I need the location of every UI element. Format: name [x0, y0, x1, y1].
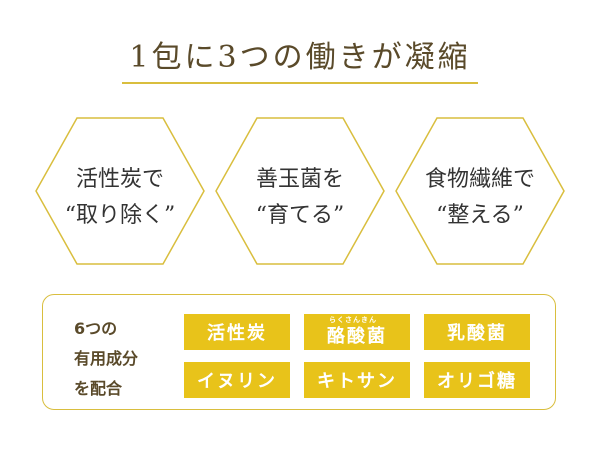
hexagon-grow: 善玉菌を “育てる” — [214, 116, 386, 266]
ingredients-label-line2: 有用成分 — [74, 349, 139, 368]
chip-lactic-acid-bacteria: 乳酸菌 — [424, 314, 530, 350]
hexagon-line2: “育てる” — [255, 203, 345, 228]
title-underline — [122, 82, 478, 84]
hexagon-remove: 活性炭で “取り除く” — [34, 116, 206, 266]
chip-oligosaccharide: オリゴ糖 — [424, 362, 530, 398]
ingredients-label-line3: を配合 — [74, 379, 123, 398]
hexagon-regulate: 食物繊維で “整える” — [394, 116, 566, 266]
ingredients-label-line1: 6つの — [74, 319, 118, 338]
hexagon-outline-icon — [215, 117, 385, 265]
hexagon-line1: 食物繊維で — [424, 167, 535, 192]
hexagon-line1: 活性炭で — [75, 167, 164, 192]
hexagon-outline-icon — [35, 117, 205, 265]
chip-activated-charcoal: 活性炭 — [184, 314, 290, 350]
page-title: 1包に3つの働きが凝縮 — [129, 40, 471, 75]
chip-label: 酪酸菌 — [327, 326, 387, 347]
ingredients-box — [42, 294, 556, 410]
hexagon-line2: “取り除く” — [64, 203, 176, 228]
ingredients-label: 6つの 有用成分 を配合 — [74, 314, 184, 404]
chip-butyric-acid-bacteria: 酪酸菌 — [304, 314, 410, 350]
hexagon-line1: 善玉菌を — [255, 167, 344, 192]
chip-chitosan: キトサン — [304, 362, 410, 398]
hexagon-line2: “整える” — [436, 203, 524, 228]
hexagon-outline-icon — [395, 117, 565, 265]
chip-ruby-text: らくさんきん — [329, 316, 377, 324]
chip-inulin: イヌリン — [184, 362, 290, 398]
